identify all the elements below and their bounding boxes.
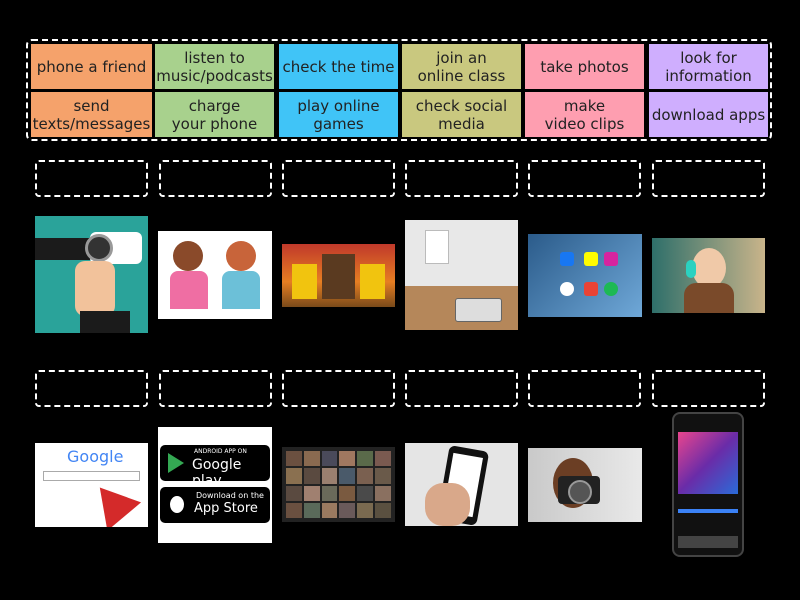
drop-zone[interactable] — [282, 370, 395, 407]
drop-zone[interactable] — [528, 370, 641, 407]
drop-zone[interactable] — [159, 160, 272, 197]
answer-tile[interactable]: listen to music/podcasts — [155, 44, 274, 89]
image-watch — [35, 216, 148, 333]
image-app-stores: ANDROID APP ON Google play Download on t… — [158, 427, 272, 543]
answer-tile[interactable]: phone a friend — [31, 44, 152, 89]
image-online-class-grid — [282, 447, 395, 522]
answer-tile[interactable]: check social media — [402, 92, 521, 137]
drop-zone[interactable] — [35, 160, 148, 197]
app-store-badge: Download on the App Store — [160, 487, 270, 523]
word-bank — [26, 39, 772, 141]
google-logo: Google — [67, 447, 124, 466]
answer-tile[interactable]: charge your phone — [155, 92, 274, 137]
drop-zone[interactable] — [35, 370, 148, 407]
answer-tile[interactable]: join an online class — [402, 44, 521, 89]
drop-zone[interactable] — [159, 370, 272, 407]
image-subway-game — [282, 244, 395, 307]
drop-zone[interactable] — [528, 160, 641, 197]
answer-tile[interactable]: play online games — [279, 92, 398, 137]
drop-zone[interactable] — [652, 160, 765, 197]
image-two-women-phoning — [158, 231, 272, 319]
answer-tile[interactable]: send texts/messages — [31, 92, 152, 137]
image-video-editing-app — [672, 412, 744, 557]
drop-zone[interactable] — [652, 370, 765, 407]
image-camera-photo — [528, 448, 642, 522]
answer-tile[interactable]: make video clips — [525, 92, 644, 137]
google-play-badge: ANDROID APP ON Google play — [160, 445, 270, 489]
image-phone-charging — [405, 220, 518, 330]
drop-zone[interactable] — [405, 160, 518, 197]
answer-tile[interactable]: take photos — [525, 44, 644, 89]
answer-tile[interactable]: check the time — [279, 44, 398, 89]
image-girl-headphones — [652, 238, 765, 313]
image-phone-messaging — [405, 443, 518, 526]
image-google-search: Google — [35, 443, 148, 527]
answer-tile[interactable]: download apps — [649, 92, 768, 137]
image-social-media-apps — [528, 234, 642, 317]
answer-tile[interactable]: look for information — [649, 44, 768, 89]
drop-zone[interactable] — [405, 370, 518, 407]
drop-zone[interactable] — [282, 160, 395, 197]
